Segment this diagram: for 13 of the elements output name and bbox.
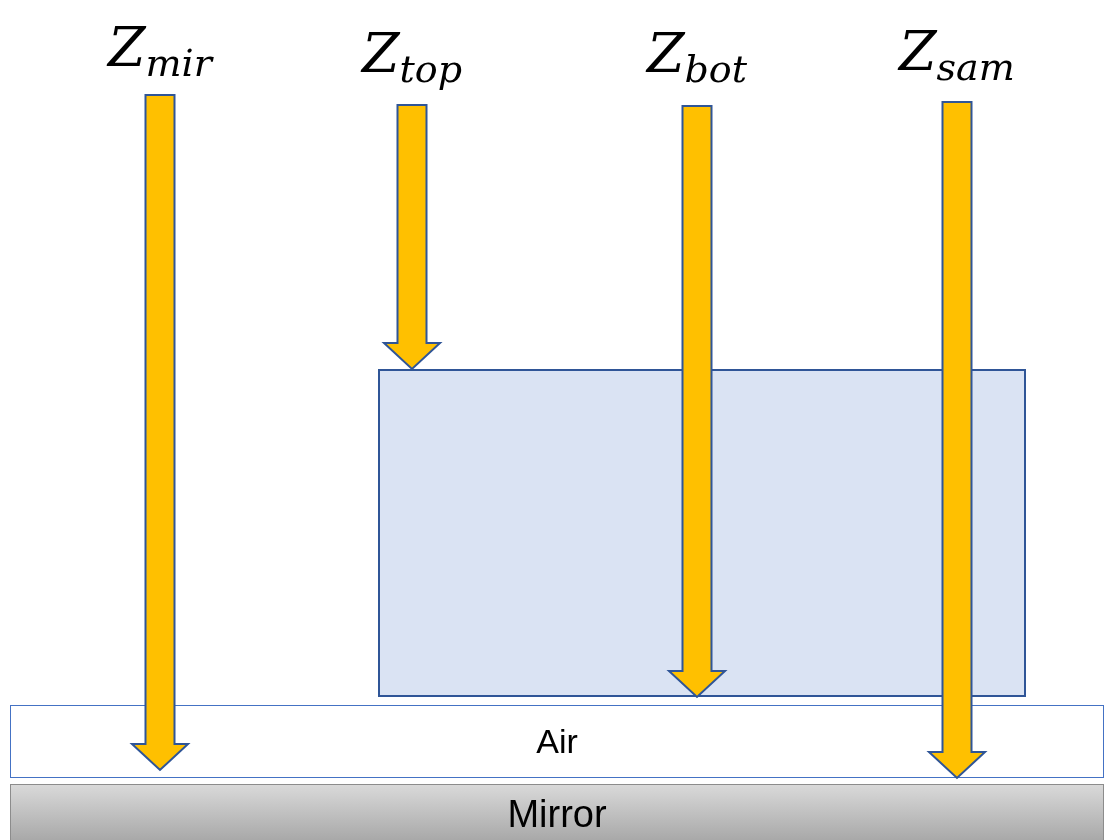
height-label: Z$_{mir}$ [108,18,212,93]
sample-block [378,369,1026,697]
arrow [926,101,988,780]
mirror-layer [10,784,1104,840]
arrow [381,104,443,371]
arrow [666,105,728,699]
layer-label: Mirror [507,792,607,836]
arrow [129,94,191,772]
height-label: Z$_{sam}$ [899,22,1015,97]
layer-label: Air [536,722,578,761]
height-label: Z$_{top}$ [362,24,462,99]
height-label: Z$_{bot}$ [647,24,747,99]
air-layer [10,705,1104,778]
